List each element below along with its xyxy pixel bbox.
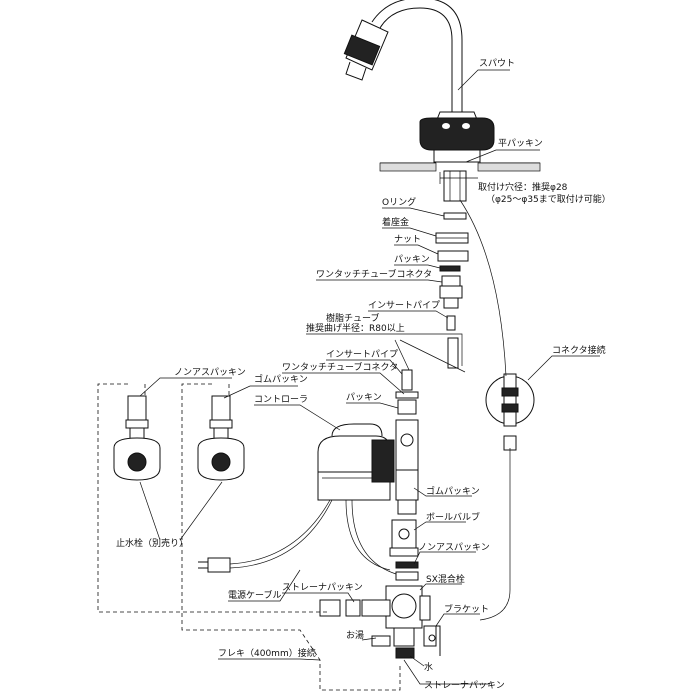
label-mount-hole: 取付け穴径：推奨φ28 <box>478 181 568 193</box>
label-rubber-packing-1: ゴムパッキン <box>254 373 308 385</box>
label-stop-valve: 止水栓（別売り） <box>116 537 188 549</box>
connector-detail <box>485 373 535 451</box>
label-strainer-packing-2: ストレーナパッキン <box>424 680 505 691</box>
flexible-hose-paths <box>97 383 401 691</box>
label-seat: 着座金 <box>382 216 409 228</box>
label-o-ring: Oリング <box>382 196 416 208</box>
label-mount-hole-range: （φ25～φ35まで取付け可能） <box>486 193 611 205</box>
label-spout: スパウト <box>479 58 515 69</box>
label-one-touch-1: ワンタッチチューブコネクタ <box>316 268 432 280</box>
label-nonasbestos-2: ノンアスパッキン <box>418 542 490 553</box>
callouts: スパウト 平パッキン 取付け穴径：推奨φ28 （φ25～φ35まで取付け可能） … <box>116 58 611 691</box>
label-insert-pipe-1: インサートパイプ <box>368 300 440 311</box>
label-water: 水 <box>424 661 433 673</box>
seat-part <box>435 232 469 244</box>
label-nonasbestos-1: ノンアスパッキン <box>174 367 246 378</box>
label-ball-valve: ボールバルブ <box>426 511 480 523</box>
sx-mixing-valve <box>319 585 437 659</box>
controller <box>317 423 395 501</box>
counter-top <box>379 162 541 172</box>
label-nut: ナット <box>394 234 421 245</box>
bracket <box>428 625 441 656</box>
insert-pipe-2-part <box>401 369 413 391</box>
label-packing-1: パッキン <box>394 254 430 265</box>
insert-pipe-1-part <box>446 315 456 331</box>
valve-stack <box>389 419 419 581</box>
one-touch-connector-1 <box>439 275 463 309</box>
packing-part-2 <box>395 391 419 415</box>
label-rubber-packing-2: ゴムパッキン <box>426 485 480 497</box>
shank <box>443 170 467 202</box>
spout-head <box>343 19 389 81</box>
stop-valve-right <box>197 395 245 481</box>
spout <box>343 0 495 163</box>
label-insert-pipe-2: インサートパイプ <box>326 349 398 360</box>
label-resin-tube: 樹脂チューブ <box>326 312 379 324</box>
stop-valve-left <box>113 395 161 481</box>
label-packing-2: パッキン <box>346 392 382 403</box>
label-mixing-valve: SX混合栓 <box>426 573 465 585</box>
label-bend-radius: 推奨曲げ半径：R80以上 <box>306 322 405 334</box>
label-power-cable: 電源ケーブル <box>228 589 281 601</box>
label-strainer-packing-1: ストレーナパッキン <box>282 582 363 593</box>
label-one-touch-2: ワンタッチチューブコネクタ <box>282 361 398 373</box>
o-ring-part <box>443 212 467 220</box>
nut-part <box>437 250 469 262</box>
resin-tube-part <box>380 333 466 373</box>
power-plug <box>198 557 231 573</box>
label-flat-packing: 平パッキン <box>498 138 543 149</box>
packing-part-1 <box>439 265 461 272</box>
label-flexible-hose: フレキ（400mm）接続 <box>218 647 316 659</box>
label-bracket: ブラケット <box>444 603 489 615</box>
hoses-and-cables <box>198 199 511 621</box>
label-controller: コントローラ <box>254 394 308 405</box>
label-hot-water: お湯 <box>346 630 364 641</box>
label-connector-joint: コネクタ接続 <box>552 344 606 356</box>
